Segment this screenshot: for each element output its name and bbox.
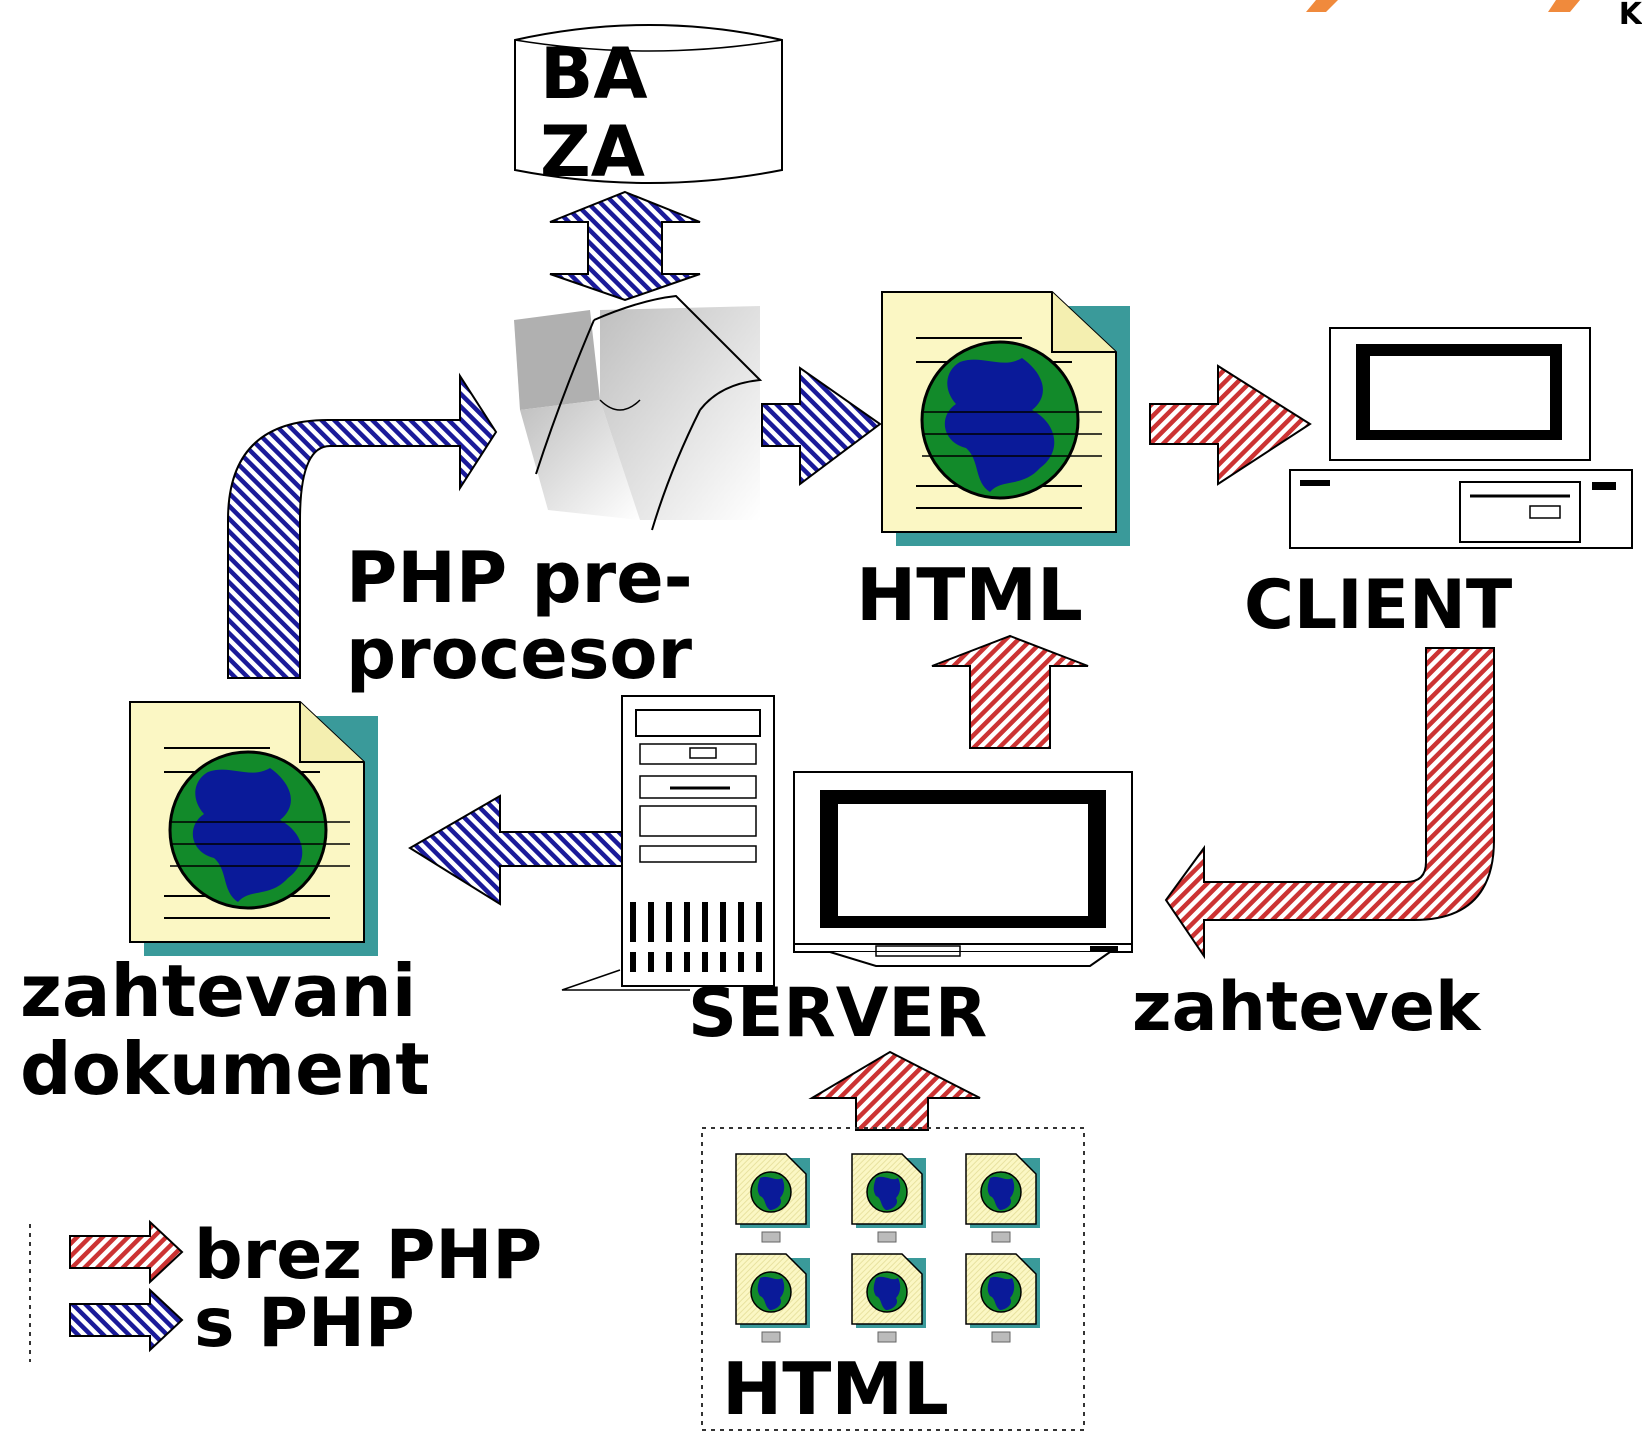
arrow-html-to-client [1149,364,1312,486]
server-monitor-icon [793,771,1133,967]
html-file-icon [735,1153,811,1243]
arrow-document-to-php [227,372,498,679]
server-label: SERVER [688,974,987,1053]
arrow-server-to-document [408,794,623,906]
client-computer-icon [1289,327,1633,549]
requested-document-icon [128,700,380,958]
document-label-line1: zahtevani [20,949,416,1033]
legend-red-arrow-icon [69,1219,184,1285]
corner-logo-letter: K [1618,0,1642,32]
database-cylinder [514,24,783,184]
html-files-box [701,1127,1085,1431]
database-label-line2: ZA [540,111,645,193]
php-label-line2: procesor [346,613,692,695]
client-label: CLIENT [1244,566,1513,645]
arrow-client-to-server [1164,647,1495,960]
document-label-line2: dokument [20,1027,430,1111]
legend-with-php: s PHP [194,1284,415,1363]
html-file-icon [965,1253,1041,1343]
database-label-line1: BA [540,33,648,115]
arrow-server-to-html [931,634,1089,749]
arrow-db-php [549,190,701,302]
arrow-php-to-html [761,366,882,486]
legend-blue-arrow-icon [69,1287,184,1353]
request-label: zahtevek [1132,968,1482,1047]
html-top-label: HTML [856,553,1083,637]
html-files-label: HTML [722,1347,949,1431]
html-file-icon [735,1253,811,1343]
arrow-files-to-server [808,1050,981,1131]
legend-without-php: brez PHP [194,1216,542,1295]
server-tower-icon [561,695,775,991]
php-label-line1: PHP pre- [346,537,693,619]
html-file-icon [851,1153,927,1243]
php-preprocessor-icon [514,294,763,531]
corner-logo-stroke [1306,0,1580,12]
html-file-icon [965,1153,1041,1243]
html-file-icon [851,1253,927,1343]
html-document-icon [880,290,1132,548]
